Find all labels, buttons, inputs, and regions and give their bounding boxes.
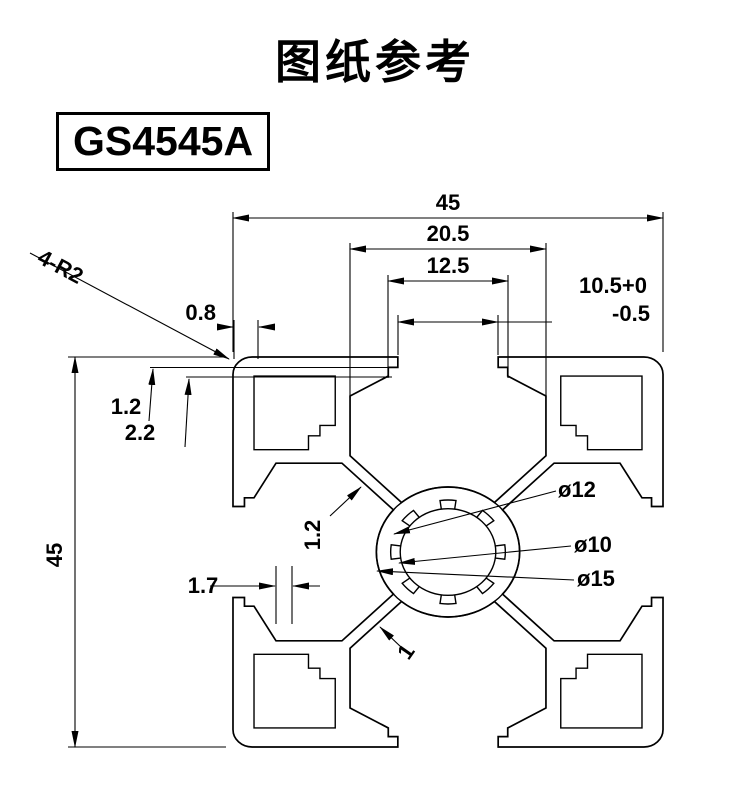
dim-overall-width: 45 [436, 190, 460, 215]
dim-overall-height: 45 [42, 543, 67, 567]
page-title: 图纸参考 [275, 36, 475, 88]
leader-web-1-2 [329, 486, 362, 517]
dimension-lines [29, 212, 664, 748]
dim-slot-mid-width: 12.5 [427, 253, 470, 278]
dim-boss-diameter: ø15 [577, 566, 615, 591]
dim-bore-diameter: ø10 [574, 532, 612, 557]
leader-4-r2 [29, 252, 230, 360]
dim-web-thickness-upper: 1.2 [300, 520, 325, 551]
dim-lip-step-depth: 2.2 [125, 420, 156, 445]
leader-dia-15 [376, 568, 575, 581]
dim-web-thickness-lower: 1 [392, 640, 420, 664]
dim-slot-opening-tolerance: -0.5 [612, 301, 650, 326]
dim-stub-1-2 [148, 368, 156, 422]
dim-stub-2-2 [184, 378, 192, 448]
dim-wall-thickness: 1.7 [188, 573, 219, 598]
profile-cross-section [233, 357, 663, 747]
leader-dia-10 [398, 545, 572, 565]
corner-channels [254, 376, 642, 728]
dim-serration-diameter: ø12 [558, 477, 596, 502]
dim-slot-opening: 10.5+0 [579, 273, 647, 298]
dim-corner-step: 0.8 [185, 300, 216, 325]
center-bore-circle [400, 509, 496, 596]
center-boss-circle [376, 487, 519, 617]
dim-slot-cavity-width: 20.5 [427, 221, 470, 246]
model-label: GS4545A [56, 112, 271, 171]
dim-corner-radius: 4-R2 [34, 244, 88, 288]
bore-serrations [391, 500, 506, 604]
dimension-texts: 45 20.5 12.5 10.5+0 -0.5 4-R2 0.8 45 1.2… [34, 190, 650, 664]
leader-web-1 [379, 626, 403, 649]
leader-dia-12 [393, 490, 557, 535]
dim-lip-thickness: 1.2 [111, 394, 142, 419]
